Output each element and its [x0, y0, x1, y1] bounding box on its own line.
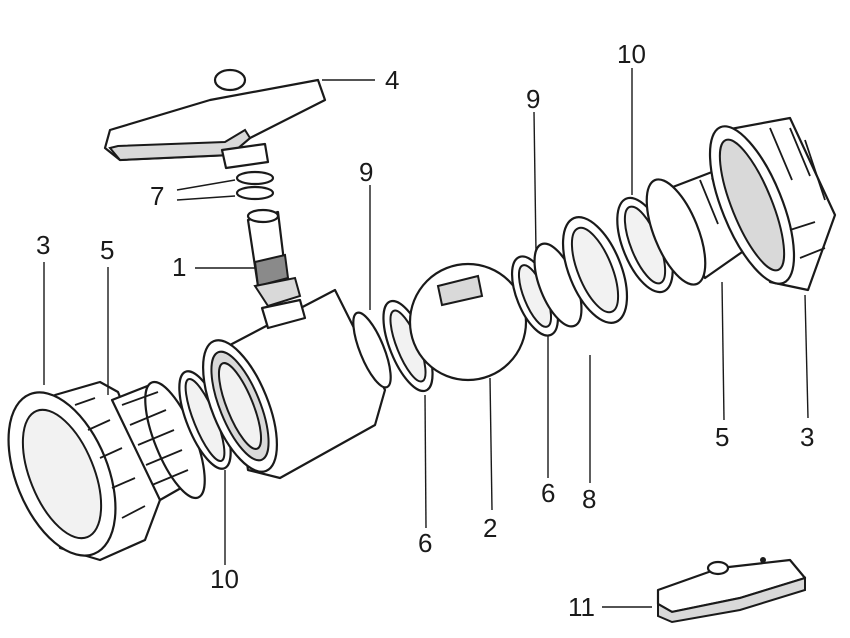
label-part-9-right: 9 [526, 84, 540, 114]
part-11-key [656, 557, 807, 624]
stem-o-ring-upper [235, 170, 275, 186]
label-part-2: 2 [483, 513, 497, 543]
valve-ball [408, 262, 528, 382]
right-union-nut [708, 116, 837, 292]
left-seat-ring [352, 311, 392, 389]
label-part-1: 1 [172, 252, 186, 282]
label-part-6-right: 6 [541, 478, 555, 508]
label-part-7: 7 [150, 181, 164, 211]
label-part-10-right: 10 [617, 39, 646, 69]
label-part-6-left: 6 [418, 528, 432, 558]
stem-o-ring-lower [235, 185, 275, 201]
label-part-4: 4 [385, 65, 399, 95]
leader-lines [43, 68, 809, 608]
label-part-10-left: 10 [210, 564, 239, 594]
left-union-nut [7, 380, 162, 562]
label-part-8: 8 [582, 484, 596, 514]
label-part-11: 11 [568, 592, 595, 622]
valve-stem [246, 208, 302, 308]
label-part-3-right: 3 [800, 422, 814, 452]
label-part-9-left: 9 [359, 157, 373, 187]
label-part-5-right: 5 [715, 422, 729, 452]
label-part-5-left: 5 [100, 235, 114, 265]
label-part-3-left: 3 [36, 230, 50, 260]
valve-handle [103, 68, 327, 170]
valve-body [202, 288, 387, 480]
